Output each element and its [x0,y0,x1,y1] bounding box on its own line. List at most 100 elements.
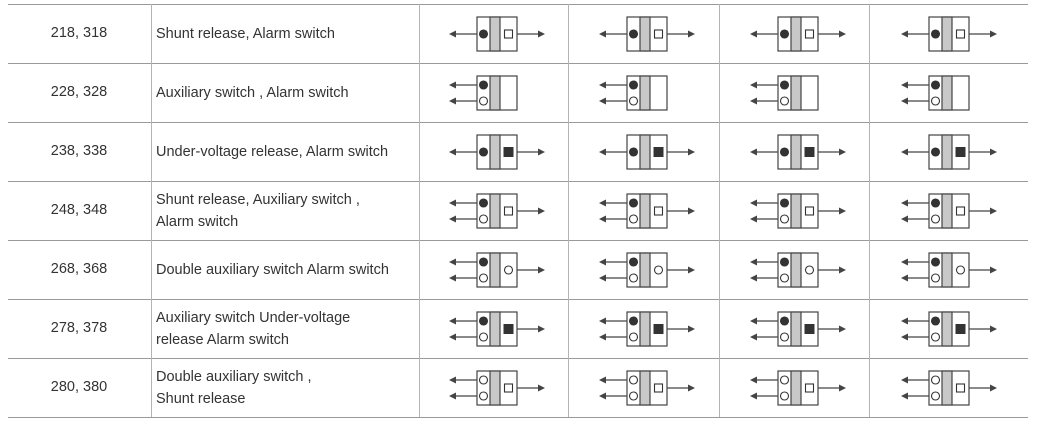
accessory-description: Auxiliary switch , Alarm switch [156,82,418,104]
switch-diagram-shunt-alarm [449,15,545,52]
filled-contact-icon [628,79,639,90]
open-contact-icon [779,390,790,401]
open-square-icon [804,205,815,216]
left-arrow-head [901,199,908,206]
right-arrow-head [839,207,846,214]
switch-center-bar [790,74,802,111]
open-contact-icon [779,95,790,106]
open-contact-icon [628,374,639,385]
switch-center-bar [639,251,651,288]
column-divider [869,4,870,417]
open-square-icon [503,382,514,393]
switch-center-bar [489,251,501,288]
open-contact-icon [955,264,966,275]
open-square-icon [955,205,966,216]
model-codes: 280, 380 [50,378,108,395]
left-arrow-head [750,215,757,222]
filled-contact-icon [779,79,790,90]
switch-center-bar [941,74,953,111]
row-divider [8,358,1028,359]
filled-contact-icon [779,256,790,267]
left-arrow-head [750,392,757,399]
left-arrow-head [901,392,908,399]
description-line: release Alarm switch [156,331,289,348]
open-square-icon [653,205,664,216]
right-arrow-head [688,207,695,214]
filled-square-icon [804,323,815,334]
filled-contact-icon [779,28,790,39]
left-arrow-head [901,317,908,324]
filled-contact-icon [478,197,489,208]
open-square-icon [503,28,514,39]
left-arrow-head [750,333,757,340]
switch-diagram-shunt-auxiliary-alarm [599,192,695,229]
filled-contact-icon [628,256,639,267]
switch-diagram-double-auxiliary-alarm [901,251,997,288]
right-arrow-head [688,325,695,332]
model-codes: 278, 378 [50,319,108,336]
right-arrow-head [688,148,695,155]
right-arrow-head [538,148,545,155]
filled-contact-icon [478,28,489,39]
left-arrow-head [901,97,908,104]
column-divider [568,4,569,417]
left-arrow-head [449,392,456,399]
open-contact-icon [478,331,489,342]
left-arrow-head [449,317,456,324]
switch-center-bar [639,192,651,229]
left-arrow-head [599,392,606,399]
switch-center-bar [790,15,802,52]
open-contact-icon [930,390,941,401]
left-arrow-head [449,148,456,155]
open-square-icon [955,382,966,393]
switch-diagram-auxiliary-alarm [901,74,970,111]
right-arrow-head [839,30,846,37]
open-contact-icon [503,264,514,275]
left-arrow-head [449,97,456,104]
row-divider [8,4,1028,5]
switch-center-bar [790,369,802,406]
filled-contact-icon [930,256,941,267]
right-arrow-head [839,148,846,155]
right-arrow-head [538,266,545,273]
filled-contact-icon [478,146,489,157]
filled-contact-icon [930,197,941,208]
open-contact-icon [930,95,941,106]
switch-center-bar [941,369,953,406]
open-square-icon [653,382,664,393]
left-arrow-head [449,81,456,88]
open-contact-icon [478,95,489,106]
left-arrow-head [901,333,908,340]
switch-diagram-shunt-alarm [901,15,997,52]
switch-center-bar [639,15,651,52]
open-contact-icon [628,272,639,283]
switch-diagram-double-auxiliary-shunt [901,369,997,406]
switch-diagram-undervoltage-alarm [750,133,846,170]
open-contact-icon [930,374,941,385]
switch-diagram-auxiliary-alarm [750,74,819,111]
switch-diagram-shunt-auxiliary-alarm [449,192,545,229]
switch-diagram-undervoltage-alarm [599,133,695,170]
switch-center-bar [790,310,802,347]
open-contact-icon [779,213,790,224]
filled-contact-icon [930,315,941,326]
switch-diagram-auxiliary-alarm [599,74,668,111]
accessory-description: Double auxiliary switch ,Shunt release [156,366,418,410]
filled-square-icon [955,146,966,157]
left-arrow-head [449,199,456,206]
switch-diagram-shunt-auxiliary-alarm [750,192,846,229]
switch-center-bar [489,15,501,52]
left-arrow-head [599,199,606,206]
row-divider [8,181,1028,182]
filled-square-icon [955,323,966,334]
accessory-description: Shunt release, Alarm switch [156,23,418,45]
left-arrow-head [449,274,456,281]
open-contact-icon [930,213,941,224]
open-contact-icon [628,213,639,224]
switch-diagram-shunt-auxiliary-alarm [901,192,997,229]
right-arrow-head [688,30,695,37]
model-codes: 238, 338 [50,142,108,159]
open-contact-icon [779,331,790,342]
switch-center-bar [941,133,953,170]
switch-diagram-double-auxiliary-alarm [750,251,846,288]
